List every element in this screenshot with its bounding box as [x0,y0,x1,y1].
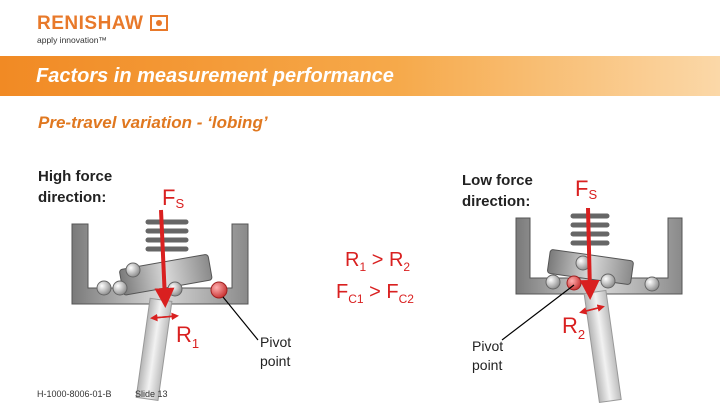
logo-wordmark: RENISHAW [37,13,144,34]
left-r-label: R1 [176,322,199,351]
mask [685,186,720,236]
right-fs-label: FS [575,176,597,202]
title-bar: Factors in measurement performance [0,56,720,96]
left-force-arrow [154,209,175,308]
slide-number: Slide 13 [135,389,168,399]
right-probe [501,207,683,404]
renishaw-logo: RENISHAW apply innovation™ [37,14,143,45]
left-pivot-pointer [222,296,259,341]
right-force-arrow [579,207,600,300]
logo-tagline: apply innovation™ [37,35,107,45]
left-probe [71,209,259,401]
left-pivot-ball [210,281,228,299]
logo-symbol-icon [150,15,168,31]
slide-title: Factors in measurement performance [36,65,394,87]
doc-id: H-1000-8006-01-B [37,389,112,399]
right-pivot-label: Pivot point [472,338,504,373]
high-force-label: High force direction: [38,168,113,206]
slide-subtitle: Pre-travel variation - ‘lobing’ [38,113,268,132]
left-pivot-label: Pivot point [260,334,292,369]
f-relation: FC1 > FC2 [336,281,414,306]
right-r-label: R2 [562,313,585,342]
left-ball [125,262,141,278]
left-fs-label: FS [162,185,184,211]
right-pivot-pointer [501,284,575,341]
left-stylus [135,297,173,401]
r-relation: R1 > R2 [345,249,410,274]
right-stylus [583,289,622,404]
low-force-label: Low force direction: [462,172,533,210]
right-pivot-ball [566,275,582,291]
left-spring [145,219,189,252]
